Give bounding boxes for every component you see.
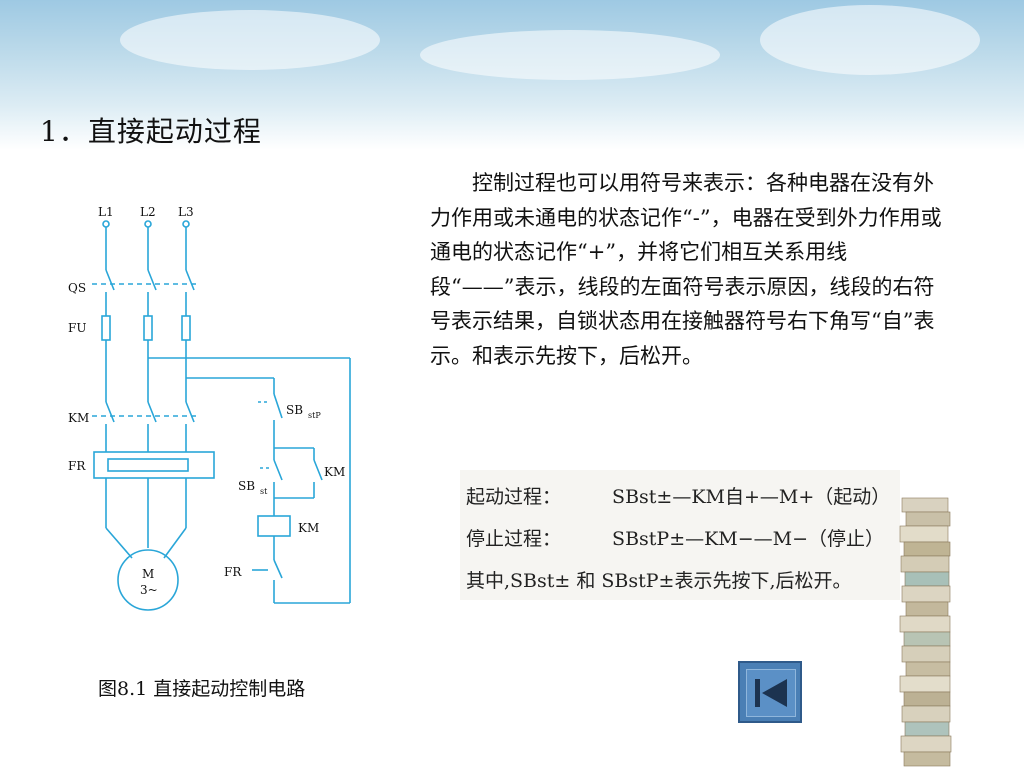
figure-caption: 图8.1 直接起动控制电路 (98, 678, 306, 700)
label-fr-contact: FR (224, 565, 242, 579)
label-km-coil: KM (298, 521, 319, 535)
label-qs: QS (68, 281, 86, 295)
start-process-label: 起动过程： (466, 486, 562, 508)
motor-sub: 3~ (140, 583, 158, 597)
explanation-paragraph: 控制过程也可以用符号来表示：各种电器在没有外力作用或未通电的状态记作“-”，电器… (430, 171, 942, 368)
phase-label-l2: L2 (140, 205, 156, 219)
back-to-start-button-face (746, 669, 796, 717)
slide-title: 1．直接起动过程 (40, 115, 262, 148)
motor-label: M (142, 567, 154, 581)
start-process-expression: SBst±—KM自+—M+（起动） (612, 486, 891, 508)
label-km-main: KM (68, 411, 89, 425)
explanation-text: 控制过程也可以用符号来表示：各种电器在没有外力作用或未通电的状态记作“-”，电器… (430, 166, 950, 373)
equation-panel: 起动过程： SBst±—KM自+—M+（起动） 停止过程： SBstP±—KM−… (460, 470, 900, 600)
label-sbst-sub: st (260, 487, 268, 496)
phase-label-l3: L3 (178, 205, 194, 219)
header-sky-background (0, 0, 1024, 150)
circuit-diagram: L1 L2 L3 QS FU KM FR M 3~ SB stP SB st K… (62, 198, 362, 618)
phase-label-l1: L1 (98, 205, 114, 219)
label-sbst: SB (238, 479, 255, 493)
label-km-aux: KM (324, 465, 345, 479)
label-sbstp: SB (286, 403, 303, 417)
stop-process-expression: SBstP±—KM−—M−（停止） (612, 528, 885, 550)
book-stack-decoration (896, 488, 956, 768)
back-to-start-button[interactable] (738, 661, 802, 723)
equation-note: 其中,SBst± 和 SBstP±表示先按下,后松开。 (466, 570, 852, 592)
skip-to-start-icon (755, 679, 787, 707)
label-fu: FU (68, 321, 86, 335)
label-sbstp-sub: stP (308, 411, 321, 420)
stop-process-row: 停止过程： SBstP±—KM−—M−（停止） (466, 524, 884, 551)
stop-process-label: 停止过程： (466, 528, 562, 550)
circuit-svg: L1 L2 L3 QS FU KM FR M 3~ SB stP SB st K… (68, 205, 351, 611)
start-process-row: 起动过程： SBst±—KM自+—M+（起动） (466, 482, 890, 509)
label-fr-main: FR (68, 459, 86, 473)
